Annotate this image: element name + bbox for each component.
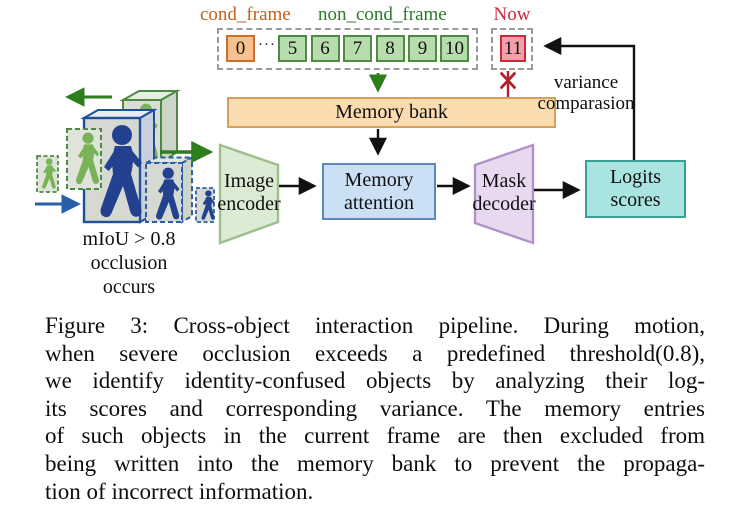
occlusion-annotation: mIoU > 0.8 occlusion occurs xyxy=(68,227,190,299)
mask-decoder-shape xyxy=(473,143,535,245)
memory-attention-line2: attention xyxy=(344,191,414,214)
image-encoder-line1: Image xyxy=(224,170,274,192)
memory-bank-node: Memory bank xyxy=(227,97,556,128)
now-frame-group-box xyxy=(491,28,533,70)
cond-frame-label: cond_frame xyxy=(200,4,291,25)
image-encoder-label: Image encoder xyxy=(211,170,287,216)
occlusion-line1: mIoU > 0.8 xyxy=(82,228,176,250)
logits-scores-node: Logits scores xyxy=(585,160,686,218)
caption-line: Figure 3: Cross-object interaction pipel… xyxy=(45,313,705,338)
frame-cell-7: 7 xyxy=(343,35,372,62)
variance-comparison-annotation: variance comparasion xyxy=(536,72,636,114)
figure-3-diagram: cond_frame non_cond_frame Now 0 ··· 5 6 … xyxy=(35,4,686,299)
now-label: Now xyxy=(493,4,531,25)
caption-line: its scores and corresponding variance. T… xyxy=(45,395,705,421)
caption-line: tion of incorrect information. xyxy=(45,478,314,504)
frame-cell-5: 5 xyxy=(278,35,307,62)
memory-frames-group-box xyxy=(217,28,478,70)
occlusion-line3: occurs xyxy=(102,276,156,298)
figure-caption: Figure 3: Cross-object interaction pipel… xyxy=(45,312,705,505)
logits-line2: scores xyxy=(610,189,661,211)
variance-line2: comparasion xyxy=(537,93,635,114)
frames-ellipsis: ··· xyxy=(258,37,276,53)
arrow-logits-to-now-frame xyxy=(543,37,636,160)
frame-cell-10: 10 xyxy=(440,35,469,62)
pipeline-diagram-graphics xyxy=(35,37,636,245)
blocked-write-indicator xyxy=(500,71,516,97)
occlusion-line2: occlusion xyxy=(90,252,168,274)
non-cond-frame-label: non_cond_frame xyxy=(318,4,447,25)
caption-line: we identify identity-confused objects by… xyxy=(45,368,705,394)
variance-line1: variance xyxy=(553,72,619,93)
caption-line: being written into the memory bank to pr… xyxy=(45,450,705,476)
memory-attention-line1: Memory xyxy=(344,168,414,191)
frame-cell-8: 8 xyxy=(375,35,405,62)
caption-line: of such objects in the current frame are… xyxy=(45,423,705,449)
mask-decoder-label: Mask decoder xyxy=(467,170,541,216)
image-encoder-line2: encoder xyxy=(217,193,281,215)
frame-cell-9: 9 xyxy=(408,35,437,62)
caption-line: when severe occlusion exceeds a predefin… xyxy=(45,340,705,366)
image-encoder-shape xyxy=(218,143,280,245)
frame-cell-6: 6 xyxy=(310,35,340,62)
frame-cell-now-11: 11 xyxy=(500,35,526,62)
frame-cell-cond-0: 0 xyxy=(226,35,255,62)
mask-decoder-line1: Mask xyxy=(481,170,527,192)
mask-decoder-line2: decoder xyxy=(472,193,536,215)
memory-attention-node: Memory attention xyxy=(322,163,436,220)
logits-line1: Logits xyxy=(609,166,662,188)
